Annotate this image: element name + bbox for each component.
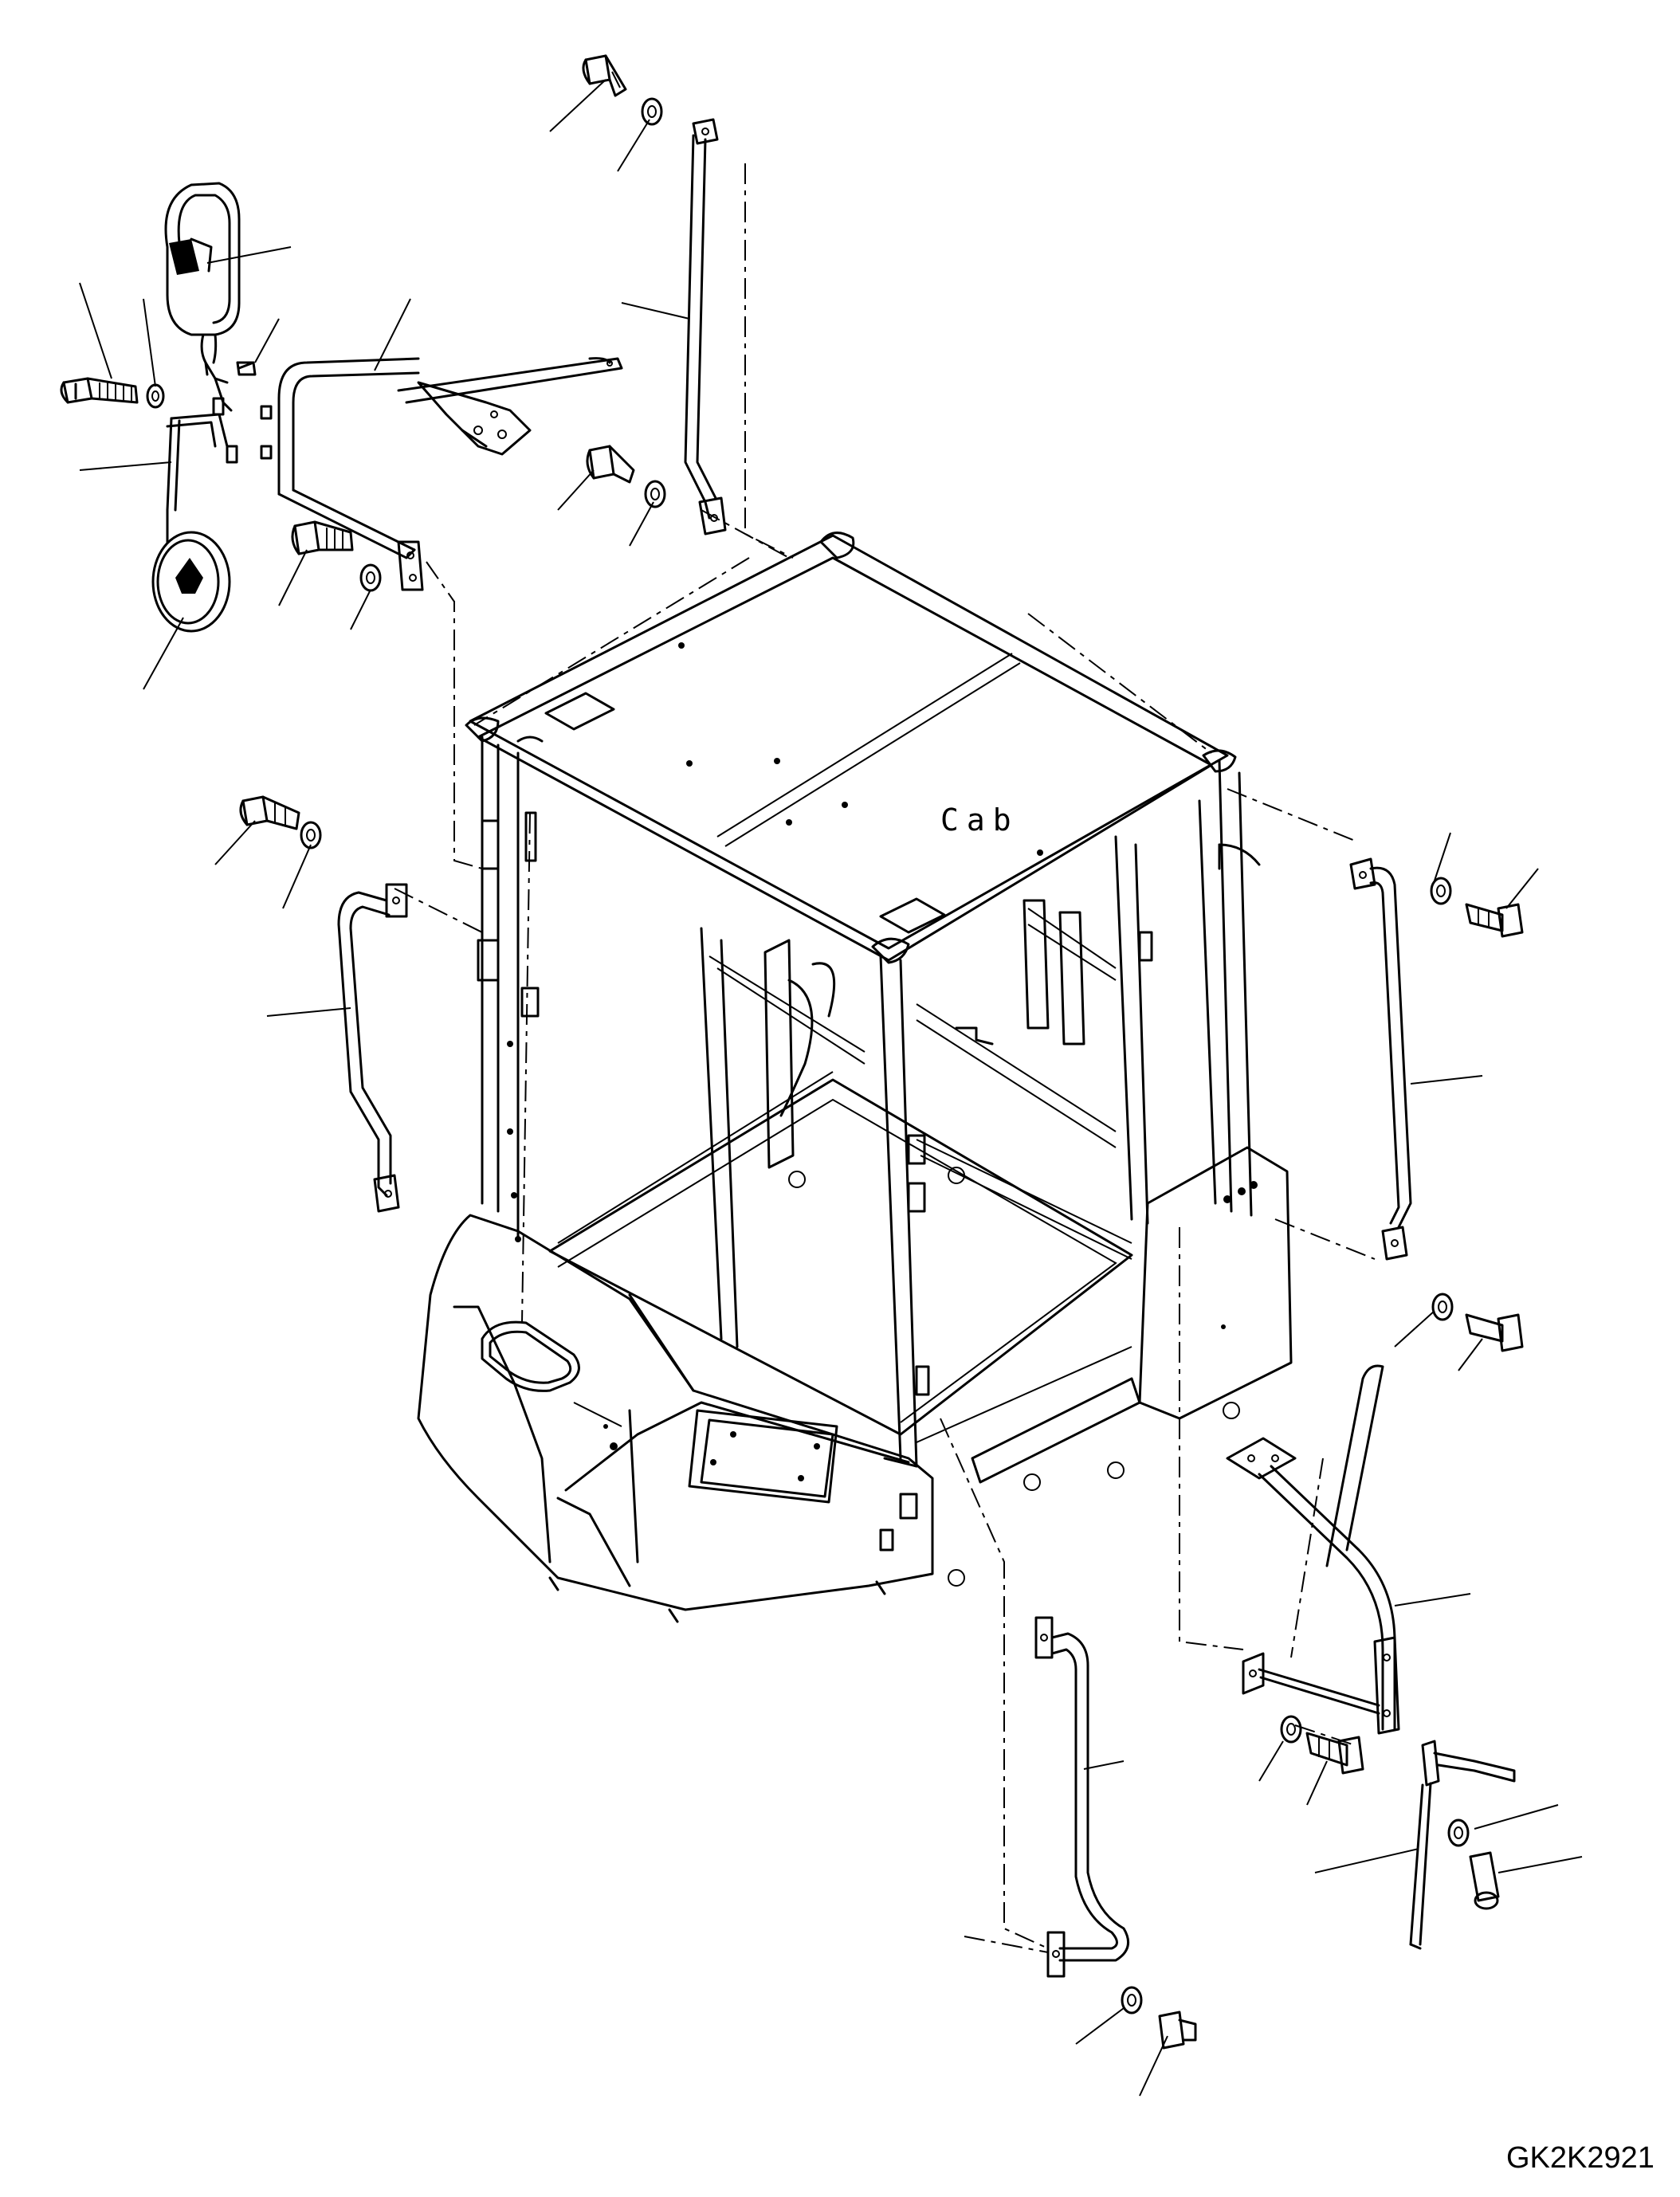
figure-code: GK2K2921 xyxy=(1506,2141,1654,2175)
cab-frame xyxy=(417,532,1293,1623)
front-handrail xyxy=(1034,1616,1197,2050)
lower-right-handrail xyxy=(1226,1364,1516,1950)
mirror-assembly xyxy=(60,182,273,633)
leader-lines xyxy=(79,79,1583,2097)
cab-label: Cab xyxy=(940,802,1019,838)
mirror-handrail xyxy=(277,357,623,592)
left-handrail xyxy=(239,795,408,1213)
right-handrail xyxy=(1349,857,1524,1352)
assembly-center-lines xyxy=(394,163,1376,1953)
top-handrail xyxy=(582,54,727,536)
